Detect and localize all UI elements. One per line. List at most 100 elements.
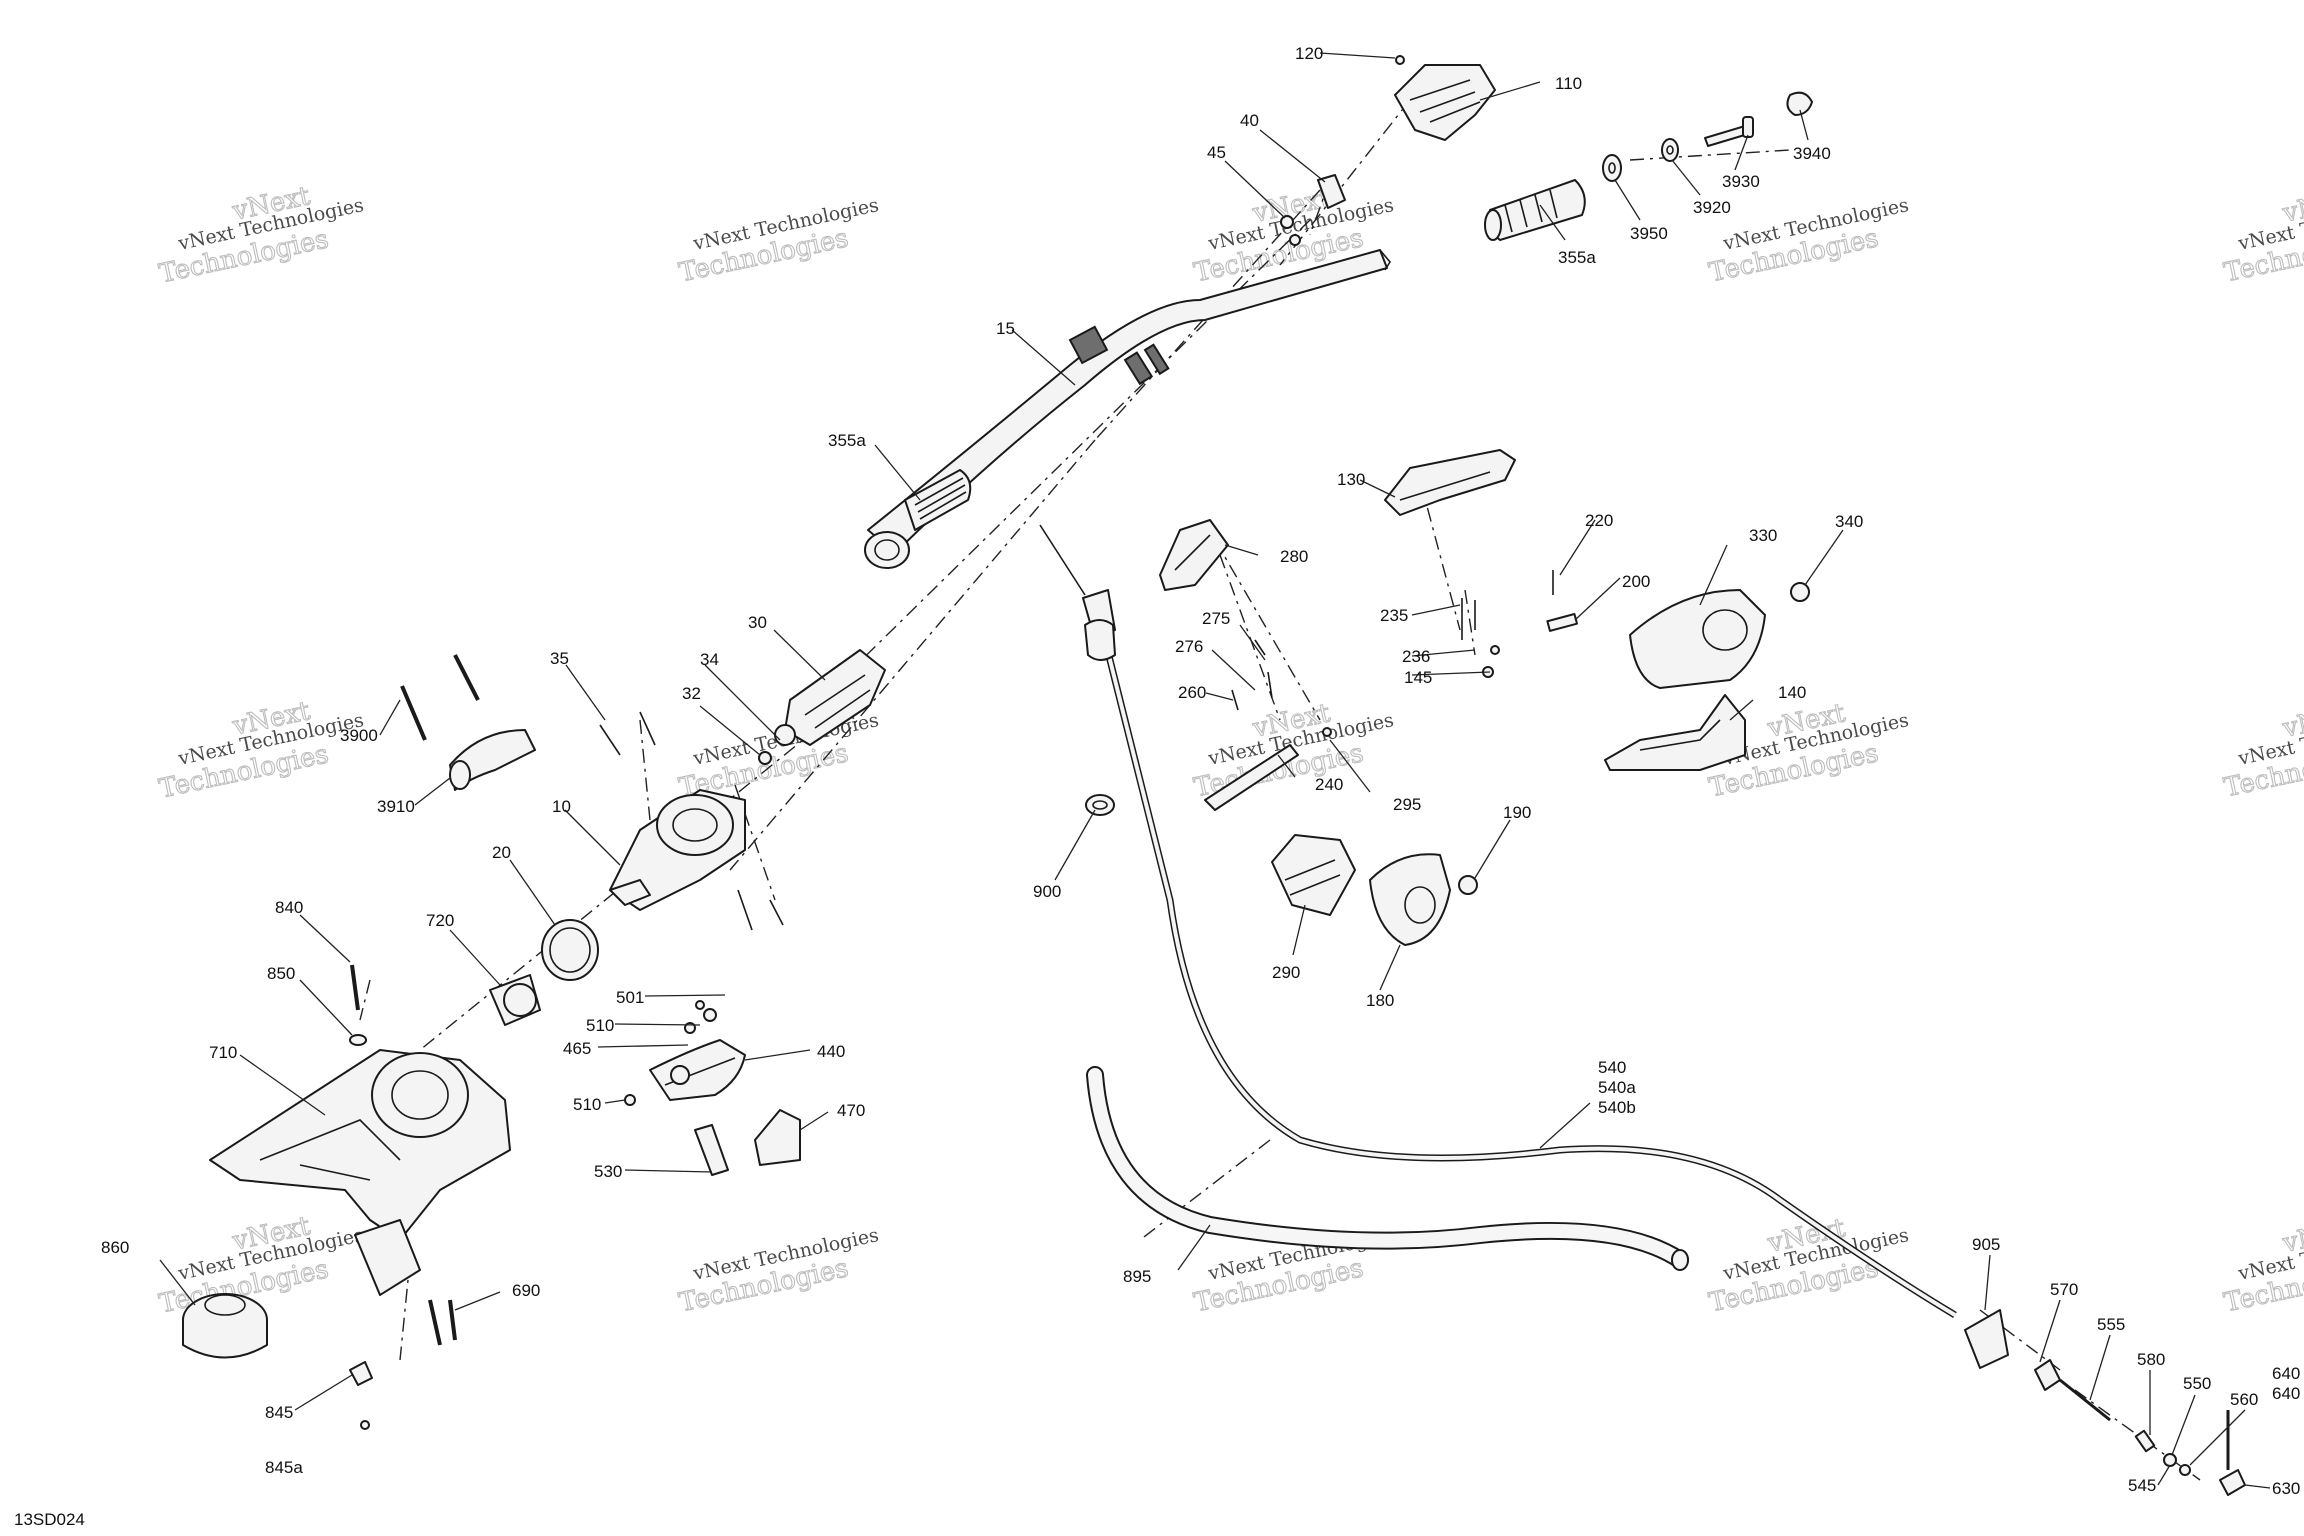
callout-label: 895 (1123, 1267, 1151, 1286)
callout-label: 690 (512, 1281, 540, 1300)
callout-label: 3930 (1722, 172, 1760, 191)
callout-label: 236 (1402, 647, 1430, 666)
callout-label: 510 (586, 1016, 614, 1035)
callout-label: 530 (594, 1162, 622, 1181)
callout-label: 275 (1202, 609, 1230, 628)
callout-label: 34 (700, 650, 719, 669)
grip-left (904, 469, 972, 531)
callout-label: 555 (2097, 1315, 2125, 1334)
callout-label: 35 (550, 649, 569, 668)
callout-label: 470 (837, 1101, 865, 1120)
callout-label: 540 (1598, 1058, 1626, 1077)
callout-labels: 120 110 40 45 3940 3930 3920 3950 355a 1… (101, 44, 2300, 1498)
watermark: vNext Technologies Technologies (1706, 194, 1911, 289)
watermark-outline-top: vNext (2279, 698, 2304, 744)
callout-label: 3920 (1693, 198, 1731, 217)
lever-bracket (694, 1109, 801, 1176)
callout-label: 905 (1972, 1235, 2000, 1254)
callout-label: 260 (1178, 683, 1206, 702)
callout-label: 32 (682, 684, 701, 703)
hose (1086, 1066, 1689, 1271)
callout-label: 240 (1315, 775, 1343, 794)
callout-label: 640 (2272, 1364, 2300, 1383)
callout-label: 580 (2137, 1350, 2165, 1369)
callout-label: 540b (1598, 1098, 1636, 1117)
callout-label: 501 (616, 988, 644, 1007)
callout-label: 510 (573, 1095, 601, 1114)
callout-label: 3900 (340, 726, 378, 745)
callout-label: 130 (1337, 470, 1365, 489)
control-module (1271, 834, 1478, 946)
clamp-upper (1394, 55, 1496, 141)
callout-label: 540a (1598, 1078, 1636, 1097)
callout-label: 560 (2230, 1390, 2258, 1409)
mount-bolt (349, 964, 367, 1046)
callout-label: 550 (2183, 1374, 2211, 1393)
callout-label: 355a (828, 431, 866, 450)
callout-label: 900 (1033, 882, 1061, 901)
watermark: vNext Technologies vNext Technologies (2221, 183, 2304, 289)
small-fasteners (1461, 570, 1579, 678)
cable-end-hardware (1964, 1309, 2246, 1496)
trigger-parts (1204, 639, 1332, 811)
callout-label: 20 (492, 843, 511, 862)
callout-label: 330 (1749, 526, 1777, 545)
callout-label: 30 (748, 613, 767, 632)
callout-label: 180 (1366, 991, 1394, 1010)
switch-housing-cover (1159, 519, 1229, 591)
bearing-assembly (182, 1293, 268, 1359)
brake-lever (624, 1000, 746, 1106)
callout-label: 235 (1380, 606, 1408, 625)
callout-label: 220 (1585, 511, 1613, 530)
watermark: vNext Technologies vNext Technologies (156, 181, 366, 290)
callout-label: 845 (265, 1403, 293, 1422)
watermark: vNext Technologies vNext Technologies (1191, 698, 1396, 804)
callout-label: 465 (563, 1039, 591, 1058)
callout-label: 145 (1404, 668, 1432, 687)
steering-column-lower (354, 1219, 457, 1346)
callout-label: 120 (1295, 44, 1323, 63)
riser-block (1280, 174, 1346, 246)
bushing (489, 974, 541, 1026)
callout-label: 276 (1175, 637, 1203, 656)
callout-label: 340 (1835, 512, 1863, 531)
steering-support (209, 1049, 511, 1241)
watermark: vNext Technologies Technologies (676, 709, 881, 804)
lower-housing (1604, 694, 1746, 771)
callout-label: 570 (2050, 1280, 2078, 1299)
throttle-cable (1039, 524, 1957, 1319)
watermark: vNext Technologies vNext Technologies (2221, 1213, 2304, 1319)
callout-label: 140 (1778, 683, 1806, 702)
callout-label: 710 (209, 1043, 237, 1062)
callout-label: 630 (2272, 1479, 2300, 1498)
throttle-fasteners (599, 711, 784, 931)
callout-label: 850 (267, 964, 295, 983)
callout-label: 845a (265, 1458, 303, 1477)
callout-label: 45 (1207, 143, 1226, 162)
handlebar (864, 249, 1391, 569)
cable-clip (1085, 794, 1115, 816)
callout-label: 280 (1280, 547, 1308, 566)
callout-label: 355a (1558, 248, 1596, 267)
mount-nut (349, 1361, 373, 1430)
clamp-lower (400, 654, 536, 791)
callout-label: 3950 (1630, 224, 1668, 243)
callout-label: 545 (2128, 1476, 2156, 1495)
watermark-outline-top: vNext (2279, 183, 2304, 229)
watermark: vNext Technologies Technologies (676, 1224, 881, 1319)
leader-lines (159, 52, 2271, 1489)
callout-label: 860 (101, 1238, 129, 1257)
callout-label: 440 (817, 1042, 845, 1061)
retaining-ring (541, 919, 599, 981)
callout-label: 40 (1240, 111, 1259, 130)
callout-label: 720 (426, 911, 454, 930)
watermark: vNext Technologies vNext Technologies (2221, 698, 2304, 804)
callout-label: 290 (1272, 963, 1300, 982)
bar-end-hardware (1602, 91, 1813, 182)
callout-label: 190 (1503, 803, 1531, 822)
callout-label: 3910 (377, 797, 415, 816)
watermark: vNext Technologies Technologies (676, 194, 881, 289)
callout-label: 3940 (1793, 144, 1831, 163)
control-housing (1629, 582, 1810, 689)
